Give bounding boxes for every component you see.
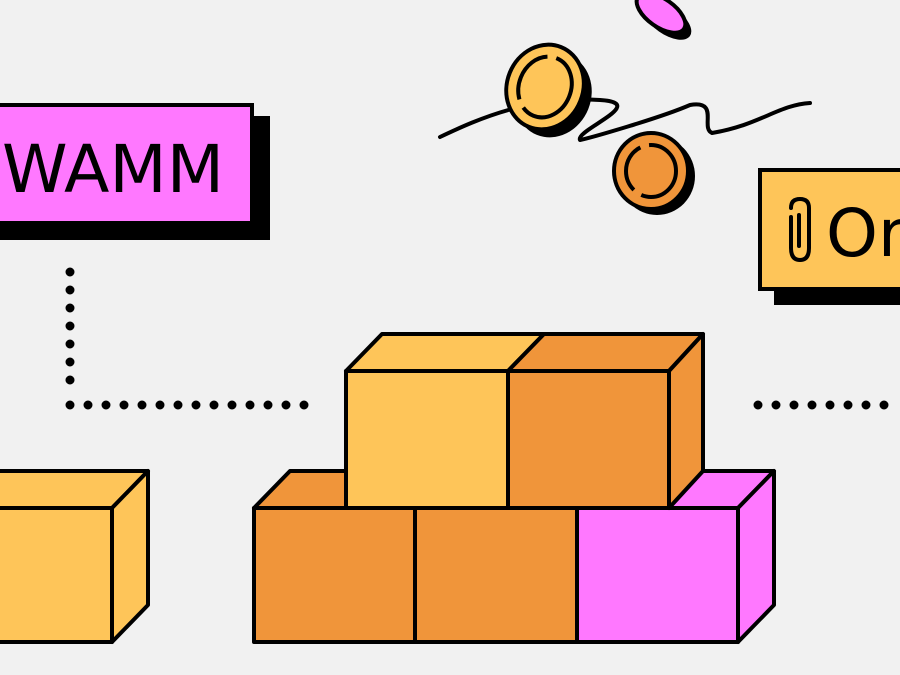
paperclip-icon <box>789 197 811 262</box>
wamm-label: WAMM <box>2 131 224 208</box>
dotted-connector-left <box>65 267 315 410</box>
order-label-box: Or <box>758 168 900 305</box>
coin-orange <box>612 131 695 215</box>
cube-yellow-left <box>0 469 150 644</box>
order-label: Or <box>826 195 900 272</box>
cube-top-yellow <box>344 332 546 510</box>
coin-magenta <box>634 0 692 40</box>
wamm-label-box: WAMM <box>0 103 270 240</box>
cube-top-orange <box>506 332 705 510</box>
coin-yellow <box>504 42 592 138</box>
swoosh-line <box>438 97 812 142</box>
